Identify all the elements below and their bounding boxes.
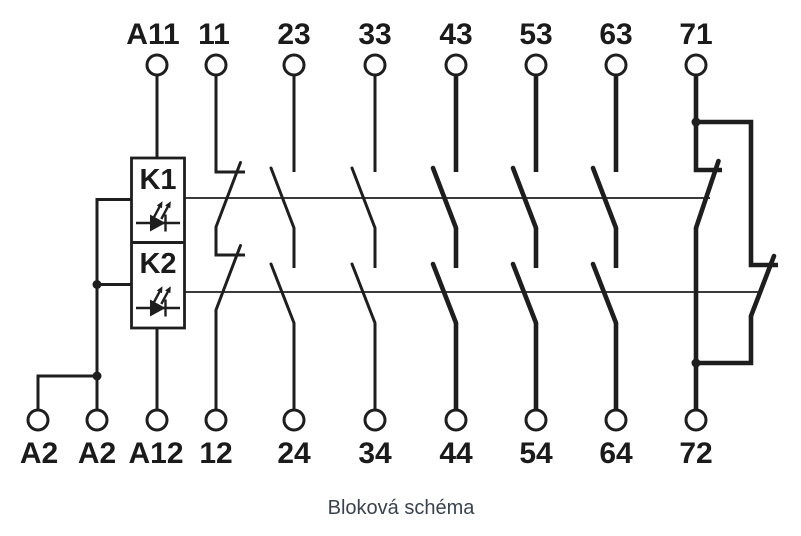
contact-no-series-43-44: [430, 75, 459, 410]
terminal-circle-a2-2: [85, 408, 109, 432]
terminal-circle-12: [204, 408, 228, 432]
terminal-circle-33: [363, 53, 387, 77]
top-terminal-labels: A11 11 23 33 43 53 63 71: [126, 18, 712, 51]
wire-k1-return: [95, 198, 132, 376]
terminal-label-11: 11: [198, 18, 230, 51]
no-arm-k1: [269, 166, 296, 230]
terminal-circle-54: [524, 408, 548, 432]
terminal-label-a2-1: A2: [20, 437, 58, 470]
nc-arm-k1: [693, 158, 721, 231]
bypass-branch-seat: [696, 119, 778, 268]
junction-dot: [691, 117, 701, 127]
junction-dot: [92, 280, 102, 289]
terminal-label-a12: A12: [128, 437, 183, 470]
junction-dot: [92, 371, 102, 381]
wire-seat-k1: [214, 75, 245, 174]
wire-a2-branch: [36, 374, 97, 410]
terminal-label-23: 23: [277, 18, 310, 51]
terminal-circle-43: [444, 53, 468, 77]
no-arm-k1: [350, 166, 377, 230]
nc-arm-k1: [214, 161, 242, 229]
terminal-circle-24: [282, 408, 306, 432]
caption: Bloková schéma: [328, 497, 476, 519]
terminal-label-24: 24: [277, 437, 311, 470]
terminal-circle-a2-1: [26, 408, 50, 432]
no-arm-k1: [590, 165, 619, 231]
terminal-circle-a11: [145, 53, 169, 77]
terminal-label-34: 34: [358, 437, 392, 470]
terminal-label-a11: A11: [126, 18, 179, 51]
nc-arm-k2: [748, 253, 777, 319]
terminal-circle-71: [684, 53, 708, 77]
bottom-terminals: [26, 408, 708, 432]
no-arm-k2: [430, 261, 459, 326]
contact-no-series-53-54: [510, 75, 539, 410]
no-arm-k1: [430, 165, 459, 231]
terminal-label-43: 43: [439, 18, 472, 51]
terminal-label-a2-2: A2: [78, 437, 116, 470]
terminal-circle-44: [444, 408, 468, 432]
terminal-circle-23: [282, 53, 306, 77]
top-terminals: [145, 53, 708, 77]
no-arm-k2: [590, 261, 619, 326]
nc-arm-k2: [214, 244, 242, 312]
terminal-circle-53: [524, 53, 548, 77]
junction-dot: [691, 358, 701, 368]
terminal-circle-63: [604, 53, 628, 77]
terminal-label-64: 64: [599, 437, 633, 470]
relay-coil-block: K1 K2: [36, 75, 186, 410]
terminal-label-12: 12: [199, 437, 232, 470]
terminal-circle-64: [604, 408, 628, 432]
no-arm-k2: [269, 262, 296, 325]
contact-nc-parallel-71-72: [691, 75, 778, 410]
terminal-label-33: 33: [358, 18, 391, 51]
contact-no-series-23-24: [269, 75, 296, 410]
terminal-circle-11: [204, 53, 228, 77]
no-arm-k2: [350, 262, 377, 325]
bypass-return: [696, 316, 754, 366]
terminal-circle-34: [363, 408, 387, 432]
relay-label-k1: K1: [139, 164, 176, 196]
terminal-circle-a12: [145, 408, 169, 432]
terminal-label-54: 54: [519, 437, 553, 470]
bottom-terminal-labels: A2 A2 A12 12 24 34 44 54 64 72: [20, 437, 713, 470]
terminal-circle-72: [684, 408, 708, 432]
terminal-label-72: 72: [679, 437, 712, 470]
terminal-label-63: 63: [599, 18, 632, 51]
contact-no-series-63-64: [590, 75, 619, 410]
terminal-label-53: 53: [519, 18, 552, 51]
no-arm-k2: [510, 261, 539, 326]
terminal-label-44: 44: [439, 437, 473, 470]
contact-nc-series-11-12: [214, 75, 245, 410]
terminal-label-71: 71: [679, 18, 712, 51]
no-arm-k1: [510, 165, 539, 231]
relay-label-k2: K2: [139, 248, 176, 280]
wire-seat-k2: [214, 227, 245, 257]
contact-no-series-33-34: [350, 75, 377, 410]
